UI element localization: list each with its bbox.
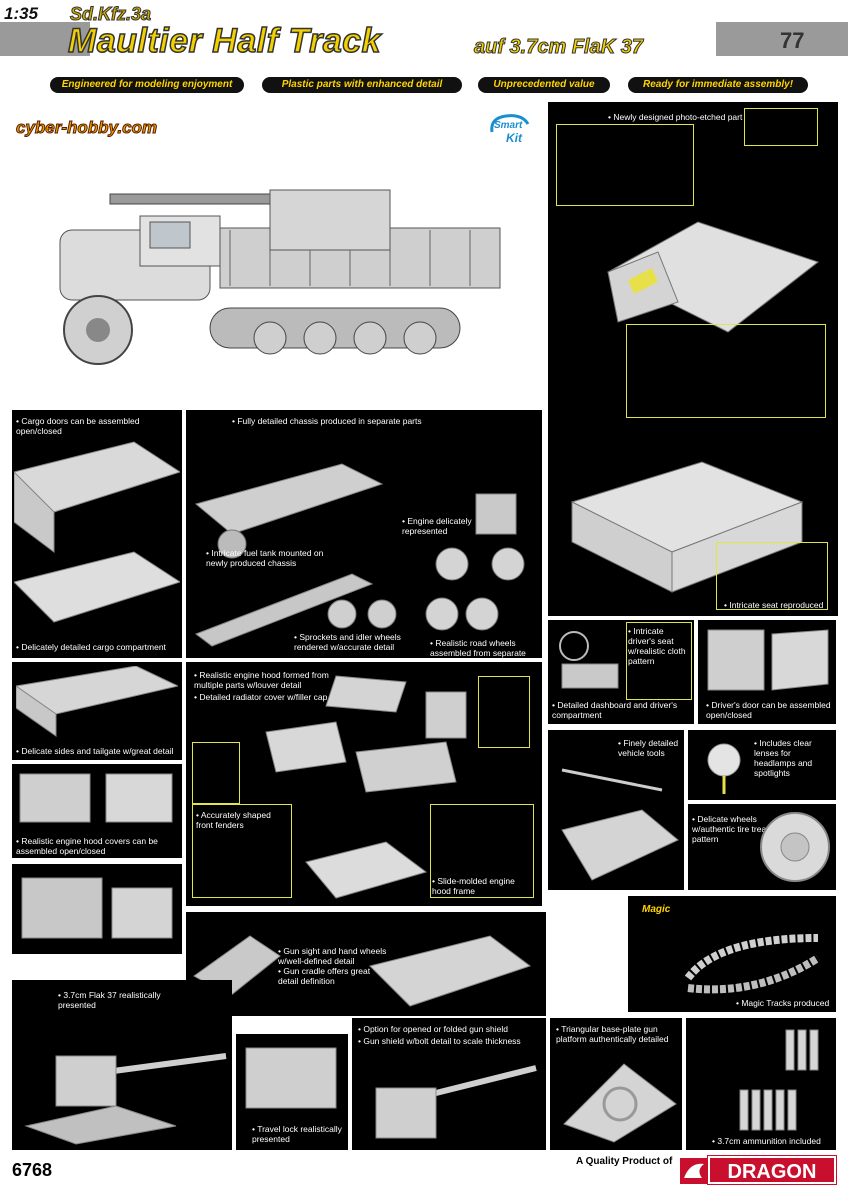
- caption-magic-tracks: Magic Tracks produced: [736, 998, 829, 1008]
- caption-shield-bolt: Gun shield w/bolt detail to scale thickn…: [358, 1036, 546, 1046]
- caption-hood-frame: Slide-molded engine hood frame: [432, 876, 532, 896]
- caption-seat: Intricate seat reproduced: [724, 600, 823, 610]
- feature-tag-1: Engineered for modeling enjoyment: [50, 77, 244, 93]
- panel-gun-shield: Option for opened or folded gun shield G…: [352, 1018, 546, 1150]
- caption-sides-tailgate: Delicate sides and tailgate w/great deta…: [16, 746, 173, 756]
- inset-detail: [744, 108, 818, 146]
- caption-radiator: Detailed radiator cover w/filler cap: [194, 692, 344, 702]
- inset-cargo-gun: [626, 324, 826, 418]
- caption-front-fenders: Accurately shaped front fenders: [196, 810, 286, 830]
- caption-gun-sight: Gun sight and hand wheels w/well-defined…: [278, 946, 388, 966]
- cab-window: [149, 221, 191, 249]
- page-number: 77: [780, 28, 805, 53]
- caption-cargo-compartment: Delicately detailed cargo compartment: [16, 642, 166, 652]
- panel-wheels: Delicate wheels w/authentic tire tread p…: [688, 804, 836, 890]
- caption-hood-covers: Realistic engine hood covers can be asse…: [16, 836, 176, 856]
- panel-ammunition: 3.7cm ammunition included: [686, 1018, 836, 1150]
- caption-flak-presented: 3.7cm Flak 37 realistically presented: [58, 990, 188, 1010]
- base-plate-illustration: [563, 1063, 677, 1143]
- panel-chassis: Fully detailed chassis produced in separ…: [186, 410, 542, 658]
- inset-radiator: [192, 742, 240, 804]
- caption-engine: Engine delicately represented: [402, 516, 482, 536]
- panel-sides: Delicate sides and tailgate w/great deta…: [12, 662, 182, 760]
- title-suffix: auf 3.7cm FlaK 37: [474, 36, 644, 59]
- panel-driver-door: Driver's door can be assembled open/clos…: [698, 620, 836, 724]
- panel-gun-sight: Gun sight and hand wheels w/well-defined…: [186, 912, 546, 1016]
- panel-travel-lock: Travel lock realistically presented: [236, 1034, 348, 1150]
- scale-label: 1:35: [4, 4, 39, 23]
- vehicle-3d-top-view: [606, 221, 820, 333]
- caption-chassis: Fully detailed chassis produced in separ…: [232, 416, 421, 426]
- quality-label: A Quality Product of: [576, 1156, 673, 1167]
- panel-cargo: Cargo doors can be assembled open/closed…: [12, 410, 182, 658]
- caption-gun-shield: Option for opened or folded gun shield: [358, 1024, 546, 1034]
- flak-gun-illustration: [24, 1053, 227, 1145]
- ammunition-illustration: [739, 1029, 819, 1131]
- subtitle: Sd.Kfz.3a: [69, 4, 152, 25]
- feature-tag-4: Ready for immediate assembly!: [628, 77, 808, 93]
- caption-ammunition: 3.7cm ammunition included: [712, 1136, 820, 1146]
- panel-vehicle-overview: Newly designed photo-etched part Intrica…: [548, 102, 838, 616]
- smart-logo-top: Smart: [494, 120, 523, 131]
- inset-hood-frame: [430, 804, 534, 898]
- panel-driver-compartment: Intricate driver's seat w/realistic clot…: [548, 620, 694, 724]
- panel-clear-lenses: Includes clear lenses for headlamps and …: [688, 730, 836, 800]
- caption-driver-seat: Intricate driver's seat w/realistic clot…: [628, 626, 692, 666]
- cyber-hobby-logo: cyber-hobby.com: [15, 118, 158, 138]
- caption-road-wheels: Realistic road wheels assembled from sep…: [430, 638, 540, 658]
- panel-flak: 3.7cm Flak 37 realistically presented: [12, 980, 232, 1150]
- caption-travel-lock: Travel lock realistically presented: [252, 1124, 346, 1144]
- inset-front-fenders: [192, 804, 292, 898]
- caption-sprockets: Sprockets and idler wheels rendered w/ac…: [294, 632, 414, 652]
- smart-logo-bottom: Kit: [506, 131, 523, 145]
- inset-photo-etched: [556, 124, 694, 206]
- header-bar-left: [0, 22, 90, 56]
- smart-kit-logo: Smart Kit: [488, 112, 532, 146]
- caption-vehicle-tools: Finely detailed vehicle tools: [618, 738, 684, 758]
- panel-engine-hood: Realistic engine hood formed from multip…: [186, 662, 542, 906]
- caption-cargo-doors: Cargo doors can be assembled open/closed: [16, 416, 182, 436]
- caption-wheels: Delicate wheels w/authentic tire tread p…: [692, 814, 772, 844]
- caption-gun-cradle: Gun cradle offers great detail definitio…: [278, 966, 388, 986]
- main-vehicle-illustration: [30, 150, 510, 375]
- caption-fuel-tank: Intricate fuel tank mounted on newly pro…: [206, 548, 336, 568]
- panel-vehicle-tools: Finely detailed vehicle tools: [548, 730, 684, 890]
- feature-tag-3: Unprecedented value: [478, 77, 610, 93]
- panel-gun-detail-left: [12, 864, 182, 954]
- dragon-icon: [680, 1158, 708, 1184]
- caption-dashboard: Detailed dashboard and driver's compartm…: [552, 700, 692, 720]
- panel-base-plate: Triangular base-plate gun platform authe…: [550, 1018, 682, 1150]
- page-title: Maultier Half Track: [67, 21, 382, 61]
- magic-tracks-logo: Magic: [642, 904, 671, 915]
- feature-tag-2: Plastic parts with enhanced detail: [262, 77, 462, 93]
- caption-photo-etched: Newly designed photo-etched part: [608, 112, 742, 122]
- panel-magic-tracks: Magic Magic Tracks produced: [628, 896, 836, 1012]
- header-bar-right: [716, 22, 848, 56]
- kit-number: 6768: [12, 1160, 53, 1180]
- dragon-logo: DRAGON: [707, 1155, 837, 1185]
- inset-louver: [478, 676, 530, 748]
- wheel-illustration: [760, 812, 830, 882]
- caption-engine-hood: Realistic engine hood formed from multip…: [194, 670, 344, 690]
- gun-mount: [269, 189, 391, 251]
- panel-hood-covers: Realistic engine hood covers can be asse…: [12, 764, 182, 858]
- caption-clear-lenses: Includes clear lenses for headlamps and …: [754, 738, 834, 778]
- track-links: [684, 934, 821, 994]
- caption-base-plate: Triangular base-plate gun platform authe…: [556, 1024, 682, 1044]
- caption-driver-door: Driver's door can be assembled open/clos…: [706, 700, 832, 720]
